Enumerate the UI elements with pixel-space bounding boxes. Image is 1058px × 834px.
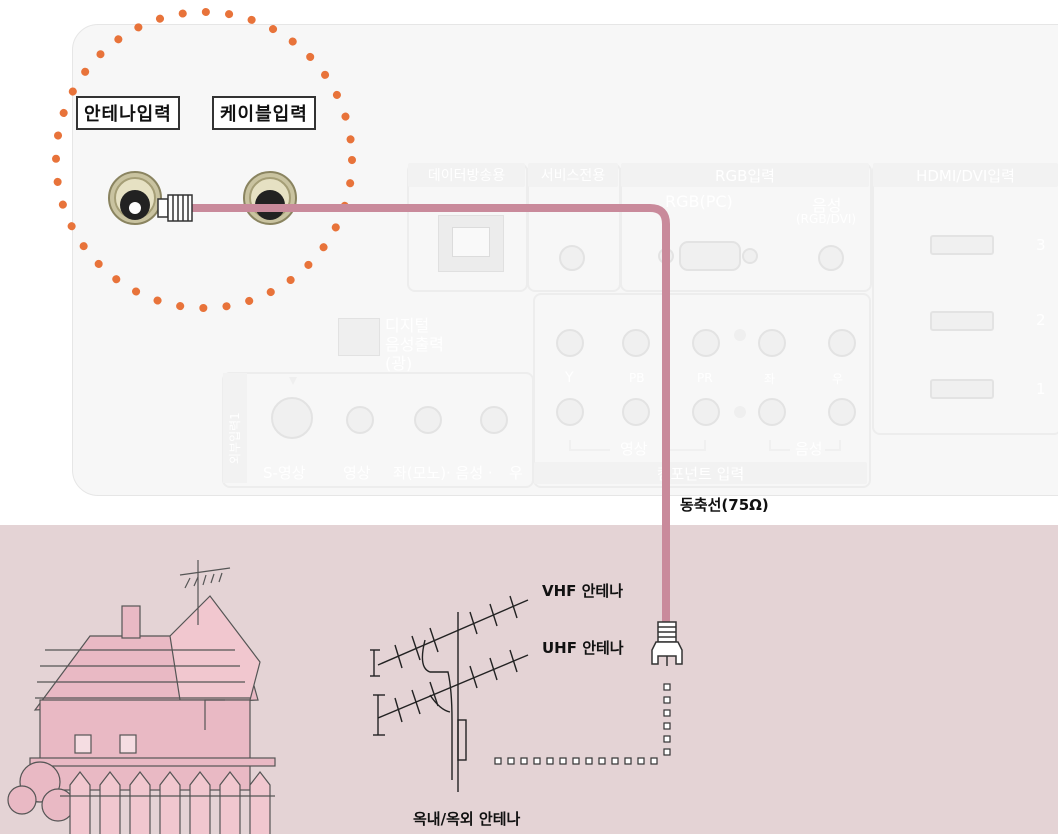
right-label: 우	[509, 464, 523, 482]
comp-l-jack-2	[758, 398, 786, 426]
dotted-route	[494, 683, 671, 765]
lan-port-inner	[452, 227, 490, 257]
video-jack	[346, 406, 374, 434]
vhf-antenna-label: VHF 안테나	[542, 582, 624, 600]
hdmi-num-2: 2	[1036, 311, 1046, 329]
optical-port	[338, 318, 380, 356]
pb-label: PB	[629, 371, 645, 385]
rgb-audio-jack	[818, 245, 844, 271]
vga-screw-right	[742, 248, 758, 264]
indoor-outdoor-antenna-label: 옥내/옥외 안테나	[413, 810, 521, 828]
s-video-jack	[271, 397, 313, 439]
coax-label: 동축선(75Ω)	[680, 496, 769, 514]
hdmi-port-1	[930, 379, 994, 399]
audio-rgb-dvi-label: (RGB/DVI)	[796, 212, 857, 226]
digital-audio-label-1: 디지털	[385, 316, 430, 335]
comp-y-jack	[556, 329, 584, 357]
hdmi-port-2	[930, 311, 994, 331]
video-label: 영상	[343, 464, 371, 482]
comp-r-jack-2	[828, 398, 856, 426]
external-input-side	[223, 373, 247, 483]
uhf-antenna-label: UHF 안테나	[542, 639, 624, 657]
rgb-pc-label: RGB(PC)	[665, 192, 733, 211]
bottom-connector	[651, 621, 683, 666]
component-input-footer: 컴포넌트 입력	[534, 462, 867, 484]
right-circle-label: 우	[832, 372, 844, 386]
coax-cable	[190, 204, 670, 622]
audio-label: 음성	[812, 196, 842, 215]
rgb-input-header: RGB입력	[621, 163, 869, 187]
house	[7, 560, 276, 834]
hdmi-dvi-header: HDMI/DVI입력	[873, 163, 1058, 187]
left-circle-label: 좌	[764, 372, 776, 386]
digital-audio-label-3: (광)	[385, 354, 413, 373]
service-only-header: 서비스전용	[528, 163, 618, 187]
audio-mid-label: · 음성 ·	[446, 464, 493, 482]
right-jack	[480, 406, 508, 434]
component-block	[533, 293, 871, 488]
cable-jack	[243, 171, 297, 225]
left-mono-label: 좌(모노)	[393, 464, 447, 482]
antenna-input-callout: 안테나입력	[76, 96, 180, 130]
s-video-label: S-영상	[263, 464, 306, 482]
y-label: Y	[565, 370, 574, 386]
yagi-antenna	[370, 595, 529, 792]
highlight-circle	[52, 8, 356, 312]
comp-pr-jack	[692, 329, 720, 357]
comp-l-jack	[758, 329, 786, 357]
comp-video-label: 영상	[620, 440, 648, 458]
digital-audio-label-2: 음성출력	[385, 335, 444, 354]
cable-input-callout: 케이블입력	[212, 96, 316, 130]
left-jack	[414, 406, 442, 434]
hdmi-num-1: 1	[1036, 380, 1046, 398]
pr-label: PR	[697, 371, 713, 385]
comp-pr-jack-2	[692, 398, 720, 426]
comp-r-jack	[828, 329, 856, 357]
vga-port	[679, 241, 741, 271]
comp-pb-jack	[622, 329, 650, 357]
comp-audio-label: 음성	[795, 440, 823, 458]
comp-pb-jack-2	[622, 398, 650, 426]
comp-y-jack-2	[556, 398, 584, 426]
f-connector	[157, 194, 193, 222]
antenna-jack	[108, 171, 162, 225]
service-jack	[559, 245, 585, 271]
hdmi-port-3	[930, 235, 994, 255]
hdmi-num-3: 3	[1036, 236, 1046, 254]
data-broadcast-header: 데이터방송용	[408, 163, 525, 187]
